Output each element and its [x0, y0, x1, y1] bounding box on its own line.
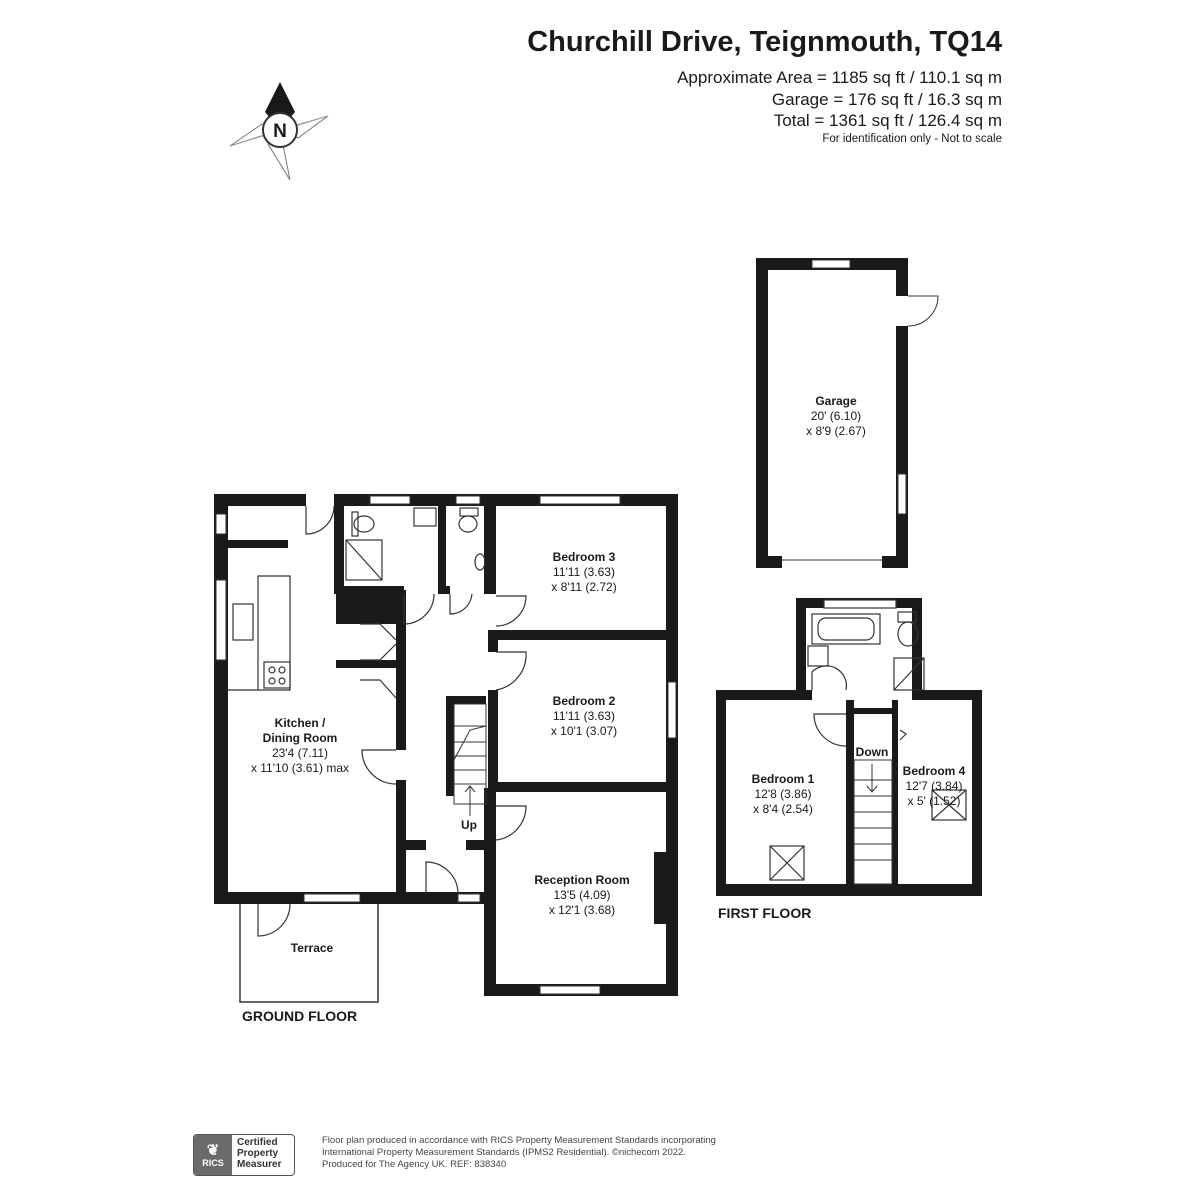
- property-title: Churchill Drive, Teignmouth, TQ14: [527, 26, 1002, 58]
- bedroom1-dim1: 12'8 (3.86): [755, 787, 812, 801]
- rics-logo-text: RICS: [202, 1157, 224, 1168]
- first-floor-fixtures: [769, 599, 967, 881]
- bedroom2-dim2: x 10'1 (3.07): [551, 724, 617, 738]
- kitchen-counter: [228, 575, 397, 699]
- terrace-outline: [239, 904, 379, 1003]
- reception-dim1: 13'5 (4.09): [554, 888, 611, 902]
- footer-line1: Floor plan produced in accordance with R…: [322, 1135, 716, 1146]
- reception-name: Reception Room: [534, 873, 629, 887]
- bedroom3-dim1: 11'11 (3.63): [553, 565, 615, 579]
- stairs-up: [453, 703, 487, 816]
- total-area: Total = 1361 sq ft / 126.4 sq m: [773, 111, 1002, 130]
- bedroom1-name: Bedroom 1: [752, 772, 815, 786]
- garage-dim2: x 8'9 (2.67): [806, 424, 866, 438]
- stairs-up-label: Up: [461, 818, 477, 832]
- garage-area: Garage = 176 sq ft / 16.3 sq m: [771, 90, 1002, 109]
- bedroom2-name: Bedroom 2: [553, 694, 616, 708]
- kitchen-name-line2: Dining Room: [263, 731, 338, 745]
- rics-logo-icon: ❦ RICS: [194, 1135, 232, 1175]
- kitchen-name-line1: Kitchen /: [275, 716, 326, 730]
- bedroom4-name: Bedroom 4: [903, 764, 966, 778]
- bedroom4-dim1: 12'7 (3.84): [906, 779, 963, 793]
- compass-icon: N: [229, 82, 329, 181]
- compass-north-label: N: [273, 121, 287, 142]
- scale-disclaimer: For identification only - Not to scale: [822, 133, 1002, 145]
- first-floor-label: FIRST FLOOR: [718, 905, 811, 921]
- garage-details: [782, 259, 939, 561]
- footer-line2: International Property Measurement Stand…: [322, 1147, 686, 1158]
- ground-floor-windows: [215, 495, 677, 995]
- badge-line2: Property: [237, 1148, 279, 1159]
- badge-line3: Measurer: [237, 1159, 282, 1170]
- bathroom-fixtures: [345, 507, 486, 581]
- first-floor-walls: [716, 598, 982, 896]
- approximate-area: Approximate Area = 1185 sq ft / 110.1 sq…: [677, 68, 1002, 87]
- bedroom3-dim2: x 8'11 (2.72): [551, 580, 616, 594]
- rics-badge: ❦ RICS Certified Property Measurer: [193, 1134, 295, 1176]
- garage-name: Garage: [815, 394, 857, 408]
- footer-notice: Floor plan produced in accordance with R…: [322, 1135, 716, 1171]
- stairs-down: [853, 759, 893, 885]
- bedroom1-dim2: x 8'4 (2.54): [753, 802, 813, 816]
- footer-line3: Produced for The Agency UK. REF: 838340: [322, 1159, 507, 1170]
- ground-floor-label: GROUND FLOOR: [242, 1008, 357, 1024]
- bedroom4-dim2: x 5' (1.52): [908, 794, 961, 808]
- stairs-down-label: Down: [856, 745, 889, 759]
- terrace-name: Terrace: [291, 941, 334, 955]
- garage-dim1: 20' (6.10): [811, 409, 861, 423]
- kitchen-dim2: x 11'10 (3.61) max: [251, 761, 349, 775]
- kitchen-dim1: 23'4 (7.11): [272, 746, 328, 760]
- bedroom2-dim1: 11'11 (3.63): [553, 709, 615, 723]
- badge-line1: Certified: [237, 1137, 278, 1148]
- ground-floor-doors: [257, 505, 527, 937]
- bedroom3-name: Bedroom 3: [553, 550, 616, 564]
- reception-dim2: x 12'1 (3.68): [549, 903, 615, 917]
